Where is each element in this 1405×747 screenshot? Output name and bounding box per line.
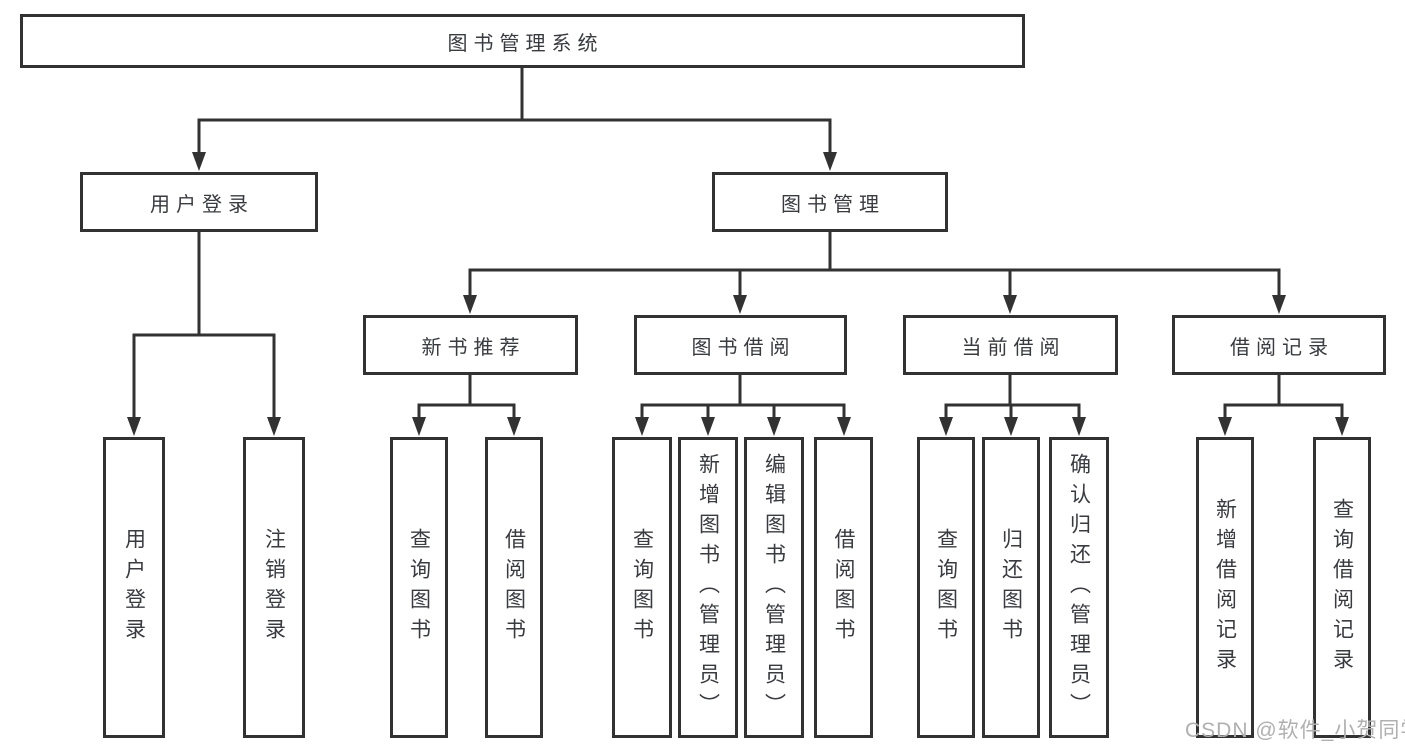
node-label: 借阅记录 <box>1230 336 1334 359</box>
node-label: 用户登录 <box>122 527 146 648</box>
leaf-borrow-books-1: 借阅图书 <box>485 437 543 738</box>
leaf-user-login: 用户登录 <box>103 437 165 738</box>
node-label: 用户登录 <box>150 193 254 216</box>
leaf-query-books-3: 查询图书 <box>917 437 975 738</box>
node-book-borrowing: 图书借阅 <box>634 315 847 375</box>
node-label: 确认归还（管理员） <box>1067 452 1091 723</box>
node-label: 查询图书 <box>407 527 431 648</box>
node-user-login: 用户登录 <box>80 172 318 232</box>
node-label: 新书推荐 <box>421 336 526 359</box>
node-current-borrowing: 当前借阅 <box>903 315 1118 375</box>
node-label: 新增借阅记录 <box>1213 497 1237 678</box>
node-label: 查询图书 <box>630 527 654 648</box>
leaf-logout: 注销登录 <box>243 437 305 738</box>
leaf-add-borrow-record: 新增借阅记录 <box>1196 437 1254 738</box>
node-label: 查询图书 <box>934 527 958 648</box>
node-label: 编辑图书（管理员） <box>762 452 786 723</box>
leaf-confirm-return-admin: 确认归还（管理员） <box>1049 437 1109 738</box>
node-label: 查询借阅记录 <box>1330 497 1354 678</box>
leaf-borrow-books-2: 借阅图书 <box>814 437 873 738</box>
leaf-query-borrow-record: 查询借阅记录 <box>1313 437 1371 738</box>
leaf-edit-books-admin: 编辑图书（管理员） <box>744 437 804 738</box>
node-borrowing-records: 借阅记录 <box>1172 315 1386 375</box>
node-book-management: 图书管理 <box>712 172 948 232</box>
csdn-watermark: CSDN @软件_小贺同学 <box>1185 719 1405 742</box>
node-label: 借阅图书 <box>832 527 855 648</box>
node-label: 图书管理系统 <box>447 32 604 55</box>
leaf-return-books: 归还图书 <box>982 437 1040 738</box>
leaf-query-books-1: 查询图书 <box>390 437 448 738</box>
node-label: 归还图书 <box>999 527 1023 648</box>
node-library-management-system: 图书管理系统 <box>20 14 1025 68</box>
node-label: 注销登录 <box>262 527 286 648</box>
node-label: 当前借阅 <box>961 336 1066 359</box>
node-label: 图书借阅 <box>691 336 796 359</box>
node-label: 新增图书（管理员） <box>696 452 720 723</box>
node-label: 借阅图书 <box>502 527 526 648</box>
node-new-book-recommend: 新书推荐 <box>363 315 578 375</box>
node-label: 图书管理 <box>781 193 885 216</box>
leaf-query-books-2: 查询图书 <box>612 437 672 738</box>
leaf-add-books-admin: 新增图书（管理员） <box>678 437 738 738</box>
